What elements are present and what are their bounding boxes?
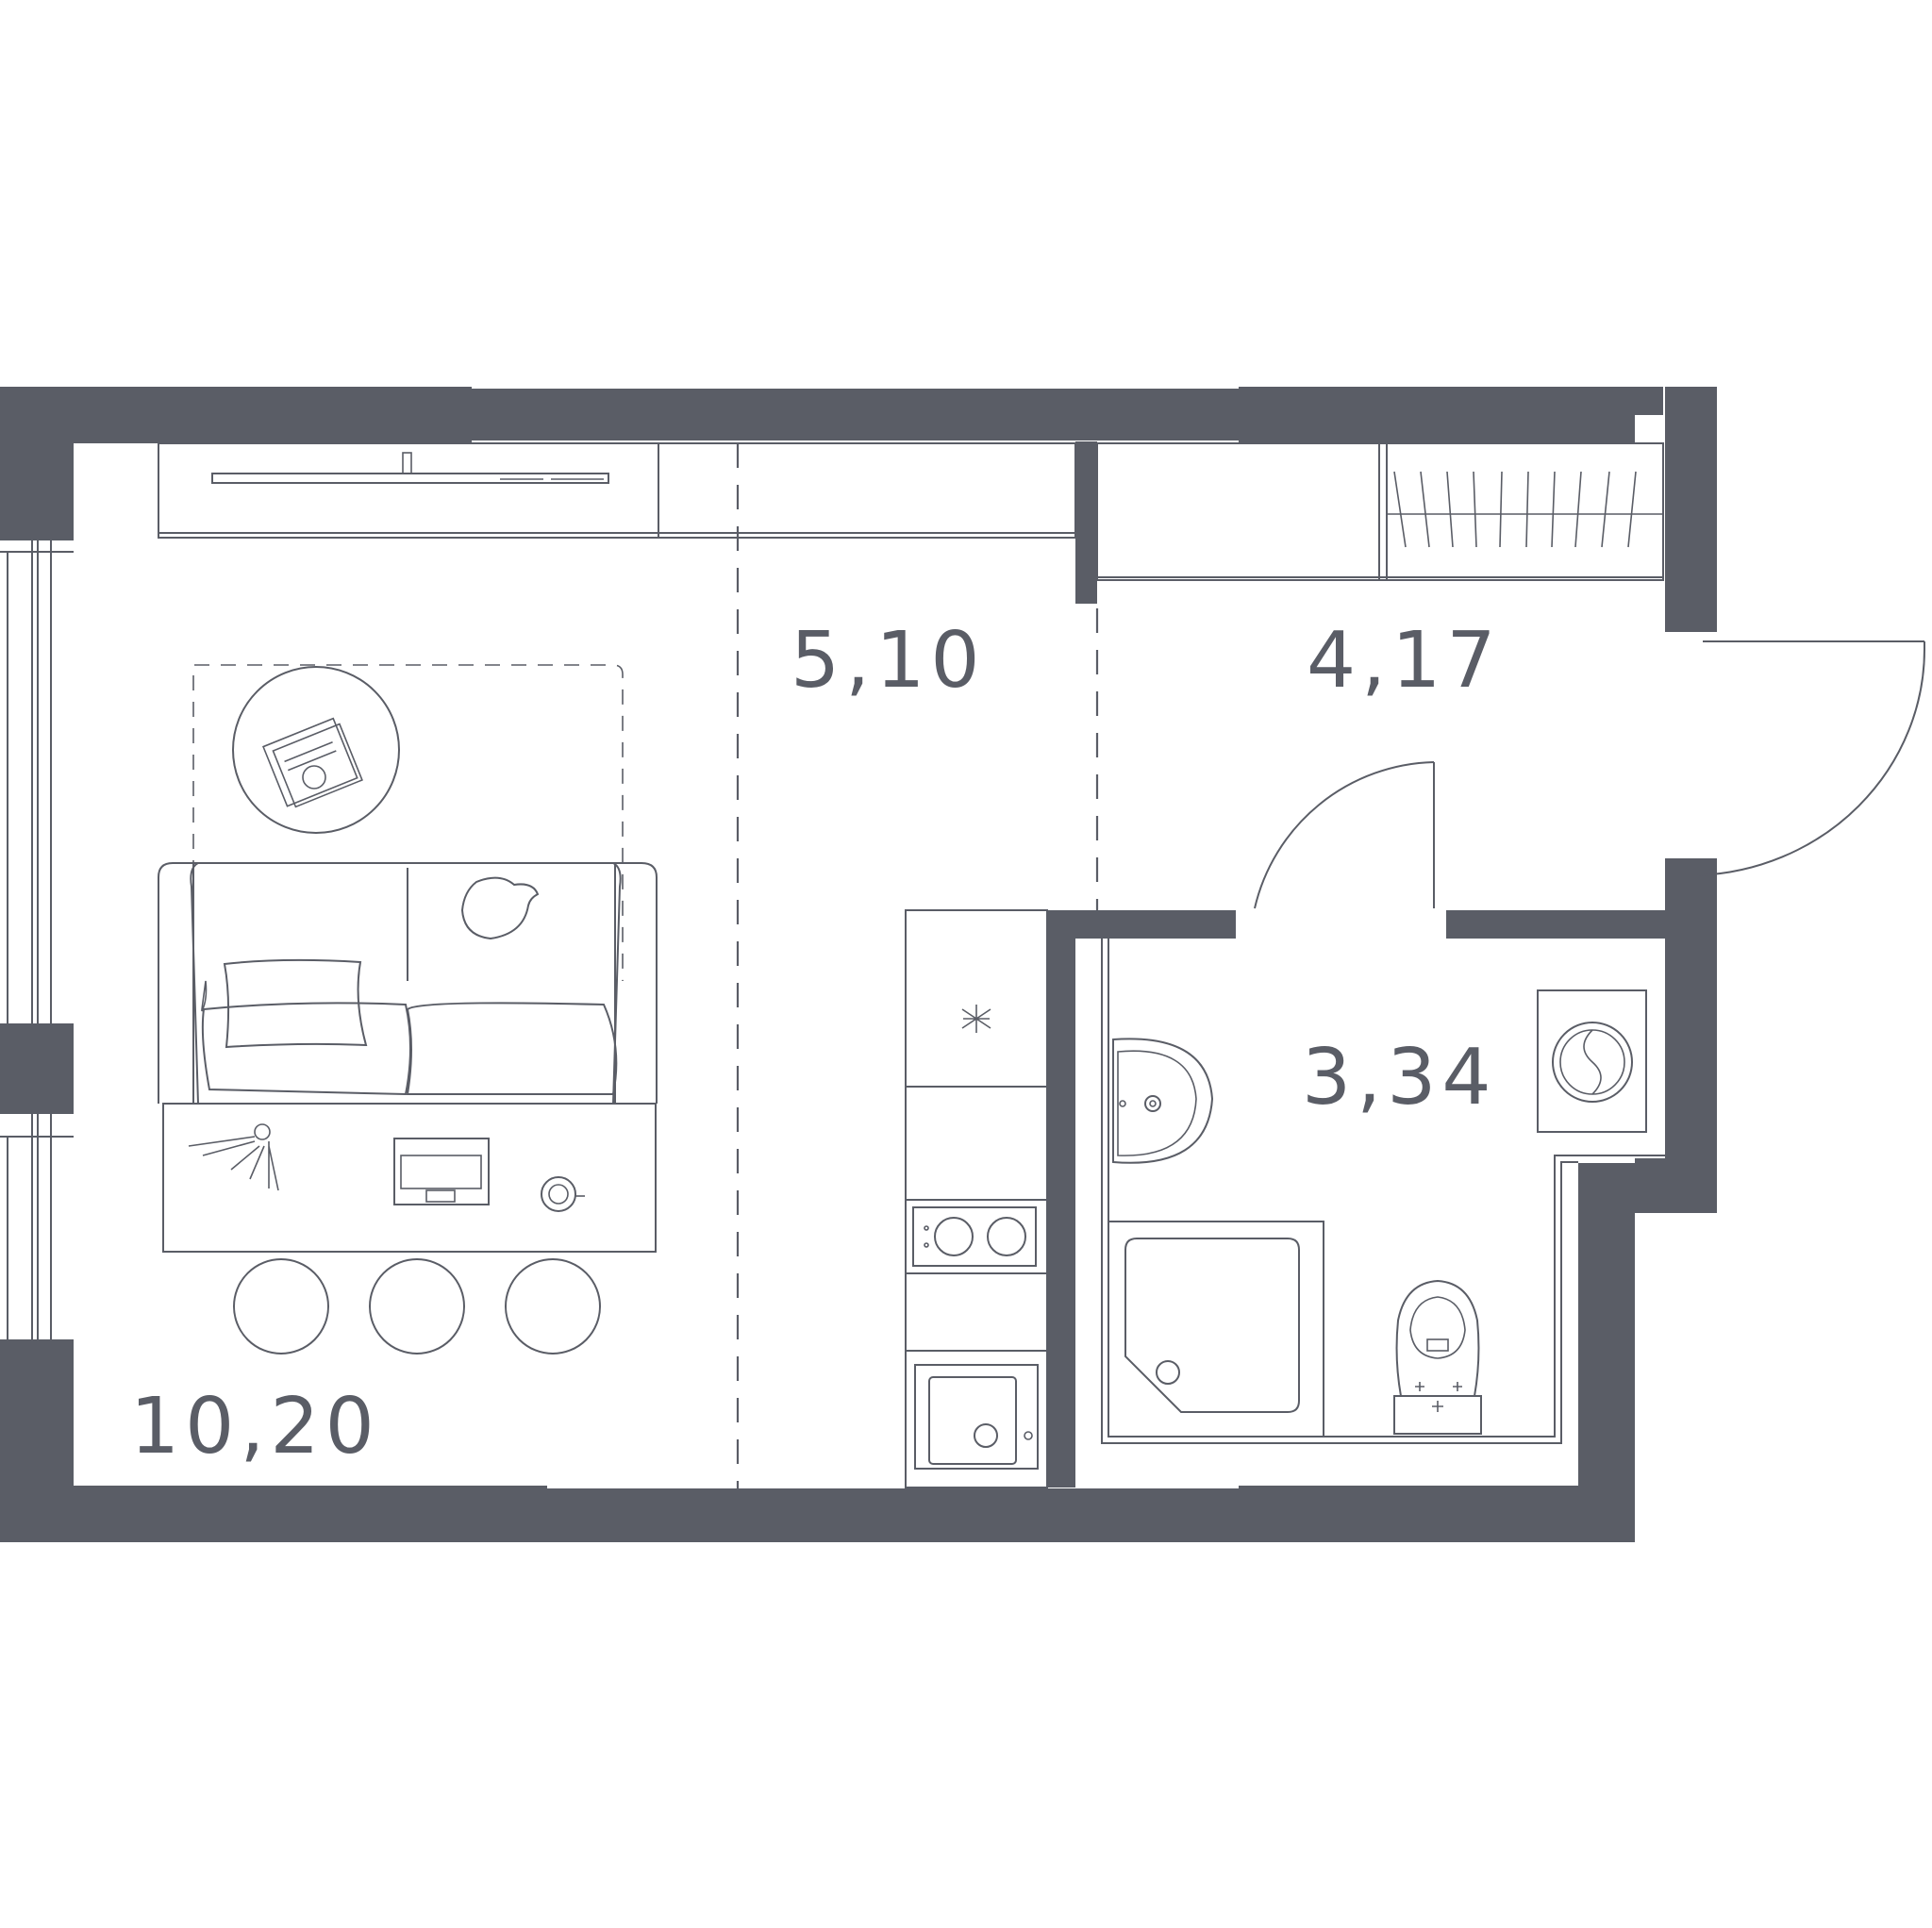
stove-icon [912, 1206, 1037, 1267]
wall-bath-top-left [1047, 910, 1236, 939]
washing-machine-icon [1537, 989, 1647, 1133]
room-area-kitchen: 5,10 [791, 616, 986, 706]
wall-bath-left [1047, 910, 1075, 1488]
sink-icon [914, 1364, 1039, 1470]
room-area-living: 10,20 [130, 1382, 380, 1471]
wall-bath-top-right [1446, 910, 1665, 939]
wall-left-top [0, 387, 74, 540]
stool [233, 1258, 329, 1355]
coffee-table [232, 666, 400, 834]
walls [0, 387, 1717, 1542]
wall-left-pier [0, 1023, 74, 1113]
wall-right-jog [1635, 1158, 1717, 1213]
entry-door[interactable] [1697, 640, 1926, 876]
wall-right-middle [1665, 858, 1717, 1160]
rug-outline [192, 664, 624, 981]
sofa [158, 862, 658, 1105]
kitchen-counter [905, 909, 1048, 1488]
desk [162, 1103, 657, 1253]
wall-inner-stub [1075, 441, 1097, 604]
washbasin-icon [1112, 1038, 1214, 1164]
stools [233, 1258, 601, 1355]
window-left-upper [0, 539, 74, 1023]
wardrobe [1096, 442, 1664, 581]
kitchen-top-shelf [658, 442, 1076, 539]
toilet-icon [1393, 1279, 1482, 1435]
stool [369, 1258, 465, 1355]
wall-top-left [0, 387, 472, 443]
wall-bottom-mid [545, 1488, 1239, 1542]
window-left-lower [0, 1112, 74, 1350]
shower-tray-icon [1108, 1221, 1324, 1438]
wall-top-right [1239, 387, 1635, 443]
wall-right-lower [1578, 1163, 1635, 1540]
fridge-icon [961, 1005, 991, 1033]
wall-right-upper [1665, 387, 1717, 632]
wall-top-mid [472, 389, 1241, 440]
bathroom-door[interactable] [1254, 761, 1435, 909]
wall-bottom-right [1239, 1486, 1635, 1542]
tv-cabinet [158, 442, 659, 539]
stool [505, 1258, 601, 1355]
wall-bottom-left [0, 1486, 547, 1542]
keys-icon [188, 1123, 279, 1191]
wall-left-bottom [0, 1339, 74, 1486]
wall-top-corner [1635, 387, 1663, 415]
room-area-hall: 4,17 [1307, 616, 1502, 706]
room-area-bathroom: 3,34 [1302, 1033, 1497, 1122]
